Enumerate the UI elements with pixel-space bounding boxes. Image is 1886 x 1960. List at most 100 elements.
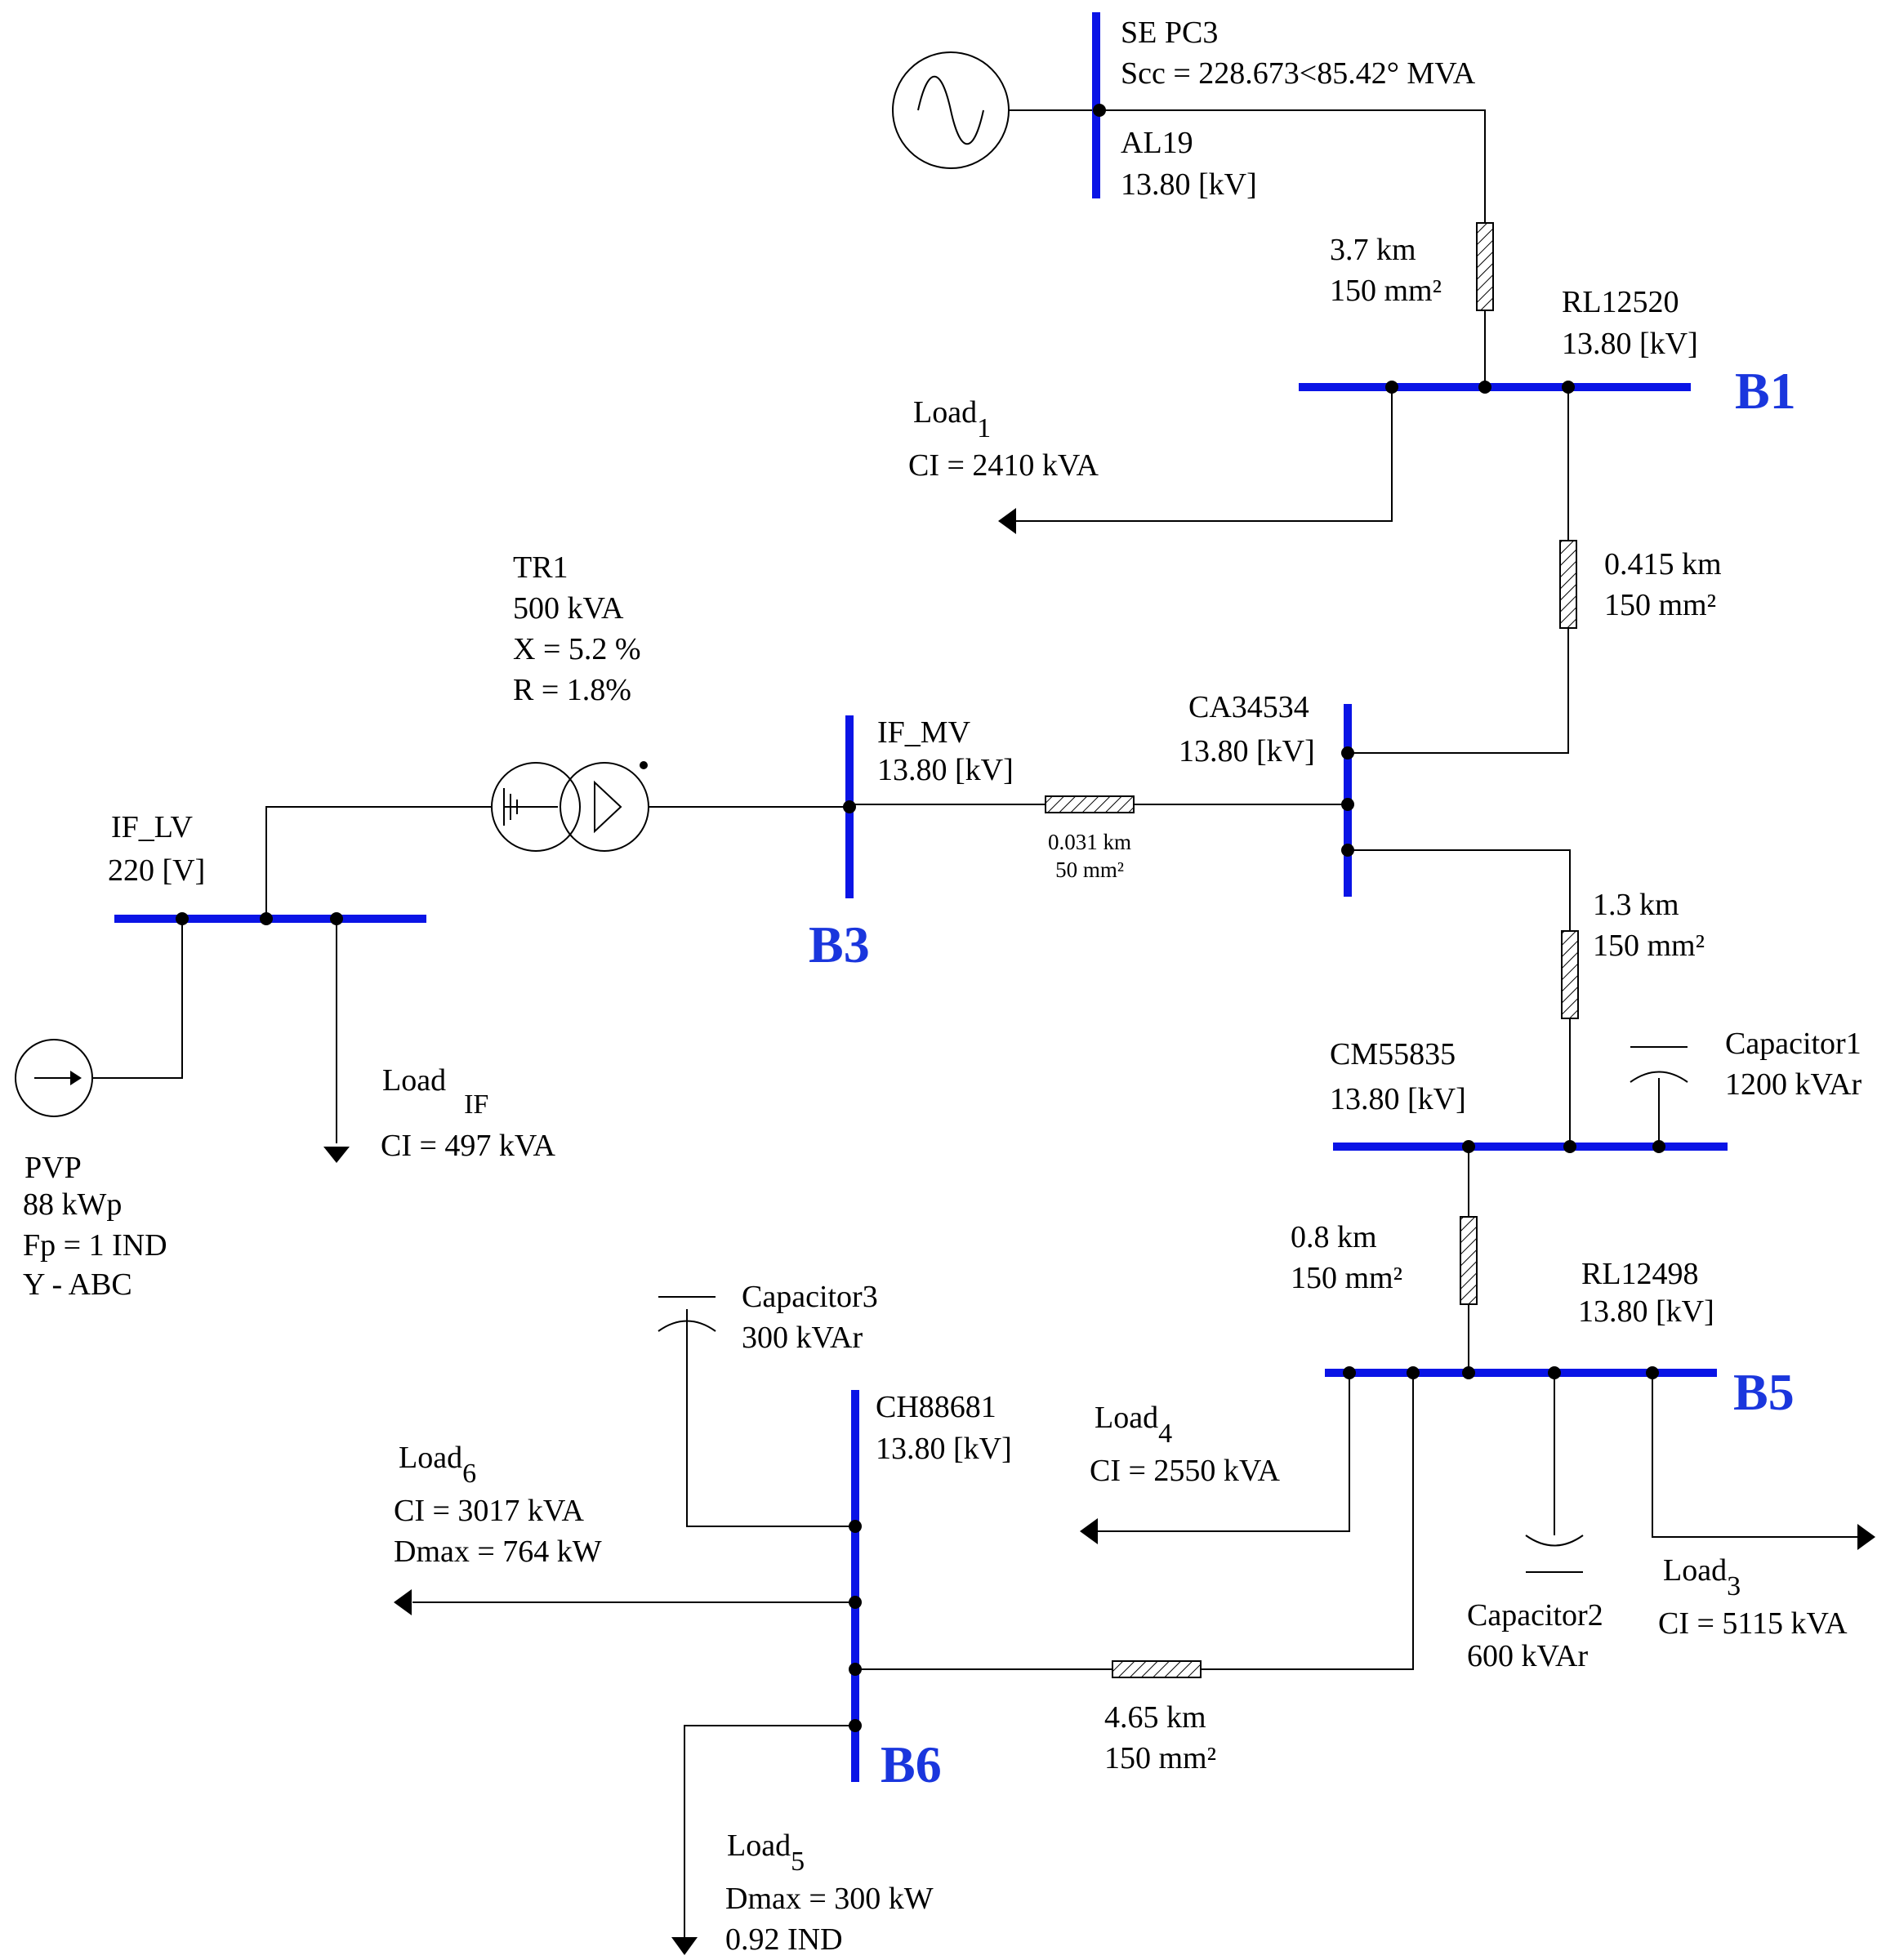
pv-conn: Y - ABC — [23, 1267, 132, 1302]
line-impedances — [1045, 222, 1579, 1678]
bus-b5-name: RL12498 — [1581, 1257, 1699, 1291]
wire-lv-pv — [93, 919, 183, 1079]
wire-b5-b6 — [855, 1373, 1414, 1670]
node — [1385, 381, 1398, 394]
load5-dmax: Dmax = 300 kW — [725, 1882, 934, 1916]
load6-label: Load6 — [399, 1441, 476, 1489]
line-section: 50 mm² — [1055, 858, 1124, 882]
load4-label: Load4 — [1095, 1401, 1172, 1449]
labels: SE PC3 Scc = 228.673<85.42° MVA AL19 13.… — [23, 16, 1861, 1957]
capacitor3-name: Capacitor3 — [742, 1280, 878, 1314]
bus-cm-voltage: 13.80 [kV] — [1330, 1082, 1466, 1116]
wire-cap3 — [686, 1309, 855, 1527]
node — [843, 800, 856, 813]
node — [1562, 381, 1575, 394]
load6-arrow-icon — [394, 1589, 412, 1615]
bus-ca-name: CA34534 — [1188, 690, 1309, 724]
source-name: SE PC3 — [1121, 16, 1218, 50]
nodes — [176, 104, 1665, 1732]
line-impedance-l3 — [1045, 795, 1135, 813]
load5-pf: 0.92 IND — [725, 1922, 843, 1957]
line-section: 150 mm² — [1593, 929, 1705, 963]
bus-b1-name: RL12520 — [1562, 285, 1679, 319]
capacitor-symbols — [658, 1046, 1688, 1573]
load1-label: Load1 — [913, 395, 991, 443]
bus-b5-voltage: 13.80 [kV] — [1578, 1294, 1714, 1329]
node — [176, 912, 189, 925]
capacitor3-rating: 300 kVAr — [742, 1321, 863, 1355]
wire-b1-load1 — [1013, 387, 1393, 522]
load3-arrow-icon — [1857, 1524, 1875, 1550]
load3-ci: CI = 5115 kVA — [1658, 1606, 1848, 1641]
load5-arrow-icon — [671, 1937, 698, 1955]
capacitor-icon — [1630, 1046, 1688, 1083]
transformer-r: R = 1.8% — [513, 673, 631, 707]
line-length: 1.3 km — [1593, 888, 1679, 922]
source-scc: Scc = 228.673<85.42° MVA — [1121, 56, 1476, 91]
node — [1563, 1140, 1576, 1153]
load1-ci: CI = 2410 kVA — [908, 448, 1099, 483]
line-section: 150 mm² — [1330, 274, 1442, 308]
line-section: 150 mm² — [1291, 1261, 1402, 1295]
line-length: 0.8 km — [1291, 1220, 1377, 1254]
node — [849, 1719, 862, 1732]
transformer-rating: 500 kVA — [513, 591, 624, 626]
node — [849, 1663, 862, 1676]
load6-dmax: Dmax = 764 kW — [394, 1535, 602, 1569]
line-length: 0.031 km — [1048, 830, 1131, 854]
ac-source-icon[interactable] — [892, 51, 1010, 169]
node — [1343, 1366, 1356, 1379]
bus-lv-voltage: 220 [V] — [108, 853, 205, 888]
line-length: 3.7 km — [1330, 233, 1416, 267]
line-impedance-l2 — [1559, 540, 1577, 629]
bus-b3-label: B3 — [809, 915, 870, 973]
wires — [93, 109, 1861, 1940]
node — [1341, 844, 1354, 857]
capacitor2-name: Capacitor2 — [1467, 1598, 1603, 1633]
bus-b3-voltage: 13.80 [kV] — [877, 753, 1014, 787]
capacitor1-name: Capacitor1 — [1725, 1027, 1861, 1061]
bus-cm-name: CM55835 — [1330, 1037, 1456, 1071]
capacitor-icon — [658, 1296, 716, 1332]
bus-b5-label: B5 — [1733, 1363, 1795, 1421]
bus-b3-name: IF_MV — [877, 715, 971, 750]
line-impedance-l4 — [1561, 930, 1579, 1019]
bus-b1-voltage: 13.80 [kV] — [1562, 327, 1698, 361]
line-length: 4.65 km — [1104, 1700, 1206, 1735]
line-impedance-l5 — [1460, 1216, 1478, 1305]
line-section: 150 mm² — [1604, 588, 1716, 622]
line-impedance-l1 — [1476, 222, 1494, 311]
line-length: 0.415 km — [1604, 547, 1722, 581]
line-impedance-l6 — [1112, 1660, 1202, 1678]
node — [1548, 1366, 1561, 1379]
node — [1341, 746, 1354, 760]
load6-ci: CI = 3017 kVA — [394, 1494, 584, 1528]
pv-name: PVP — [25, 1151, 82, 1185]
node — [849, 1596, 862, 1609]
load3-label: Load3 — [1663, 1553, 1741, 1601]
bus-b6-name: CH88681 — [876, 1390, 997, 1424]
node — [330, 912, 343, 925]
pv-power: 88 kWp — [23, 1187, 122, 1222]
wire-ca-cm — [1348, 849, 1571, 1147]
transformer-icon[interactable] — [491, 761, 649, 852]
node — [1407, 1366, 1420, 1379]
load-arrows — [323, 508, 1875, 1955]
pv-source-icon[interactable] — [15, 1039, 93, 1117]
loadif-label: LoadIF — [382, 1063, 488, 1120]
load5-label: Load5 — [727, 1829, 805, 1877]
bus-b6-label: B6 — [881, 1735, 942, 1793]
node — [1462, 1140, 1475, 1153]
line-section: 150 mm² — [1104, 1741, 1216, 1775]
loadif-arrow-icon — [323, 1147, 350, 1163]
source-feeder: AL19 — [1121, 126, 1193, 160]
transformer-name: TR1 — [513, 550, 568, 585]
capacitor2-rating: 600 kVAr — [1467, 1639, 1588, 1673]
wire-b1-ca — [1348, 387, 1569, 754]
pv-pf: Fp = 1 IND — [23, 1228, 167, 1263]
node — [1093, 104, 1106, 117]
load4-arrow-icon — [1080, 1518, 1098, 1544]
node — [1341, 798, 1354, 811]
node — [849, 1520, 862, 1533]
